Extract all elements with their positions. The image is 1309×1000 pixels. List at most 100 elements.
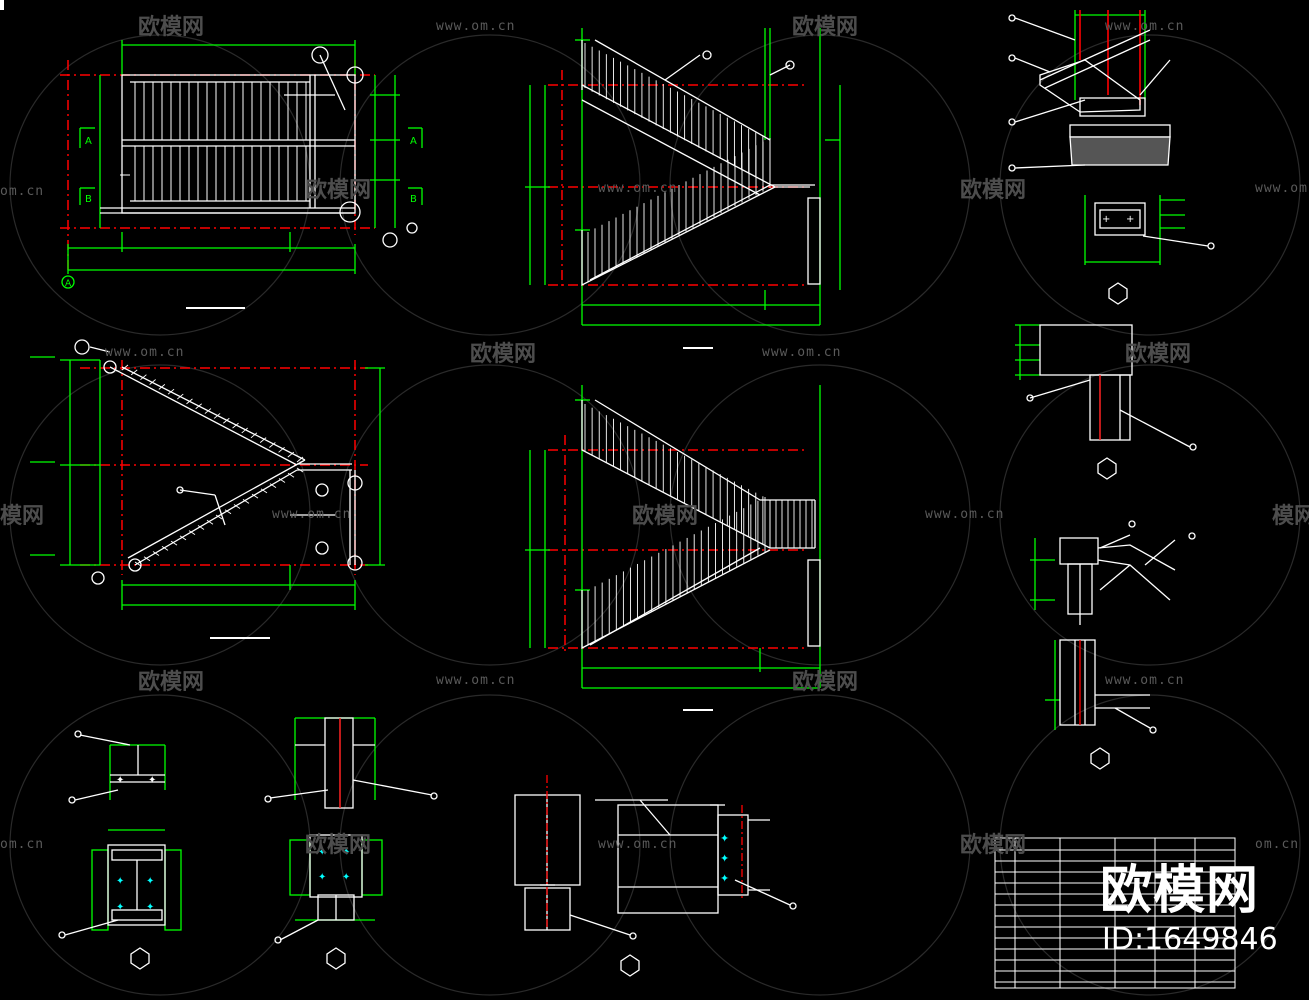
corner-mark [0, 0, 4, 10]
drawing-line [215, 514, 223, 520]
watermark-logo: 模网 [0, 504, 44, 529]
drawing-line [296, 467, 304, 473]
watermark-url: www.om.cn [598, 181, 677, 196]
drawing-line [213, 413, 221, 419]
watermark-circles [9, 34, 1301, 996]
drawing-line [161, 545, 169, 551]
watermark-url: www.om.cn [925, 507, 1004, 522]
axis-label-b-left: B [85, 194, 92, 205]
drawing-line [170, 540, 178, 546]
drawing-line [233, 504, 241, 509]
svg-text:✦: ✦ [146, 902, 154, 913]
drawing-line [206, 519, 214, 525]
watermark-url: www.om.cn [762, 345, 841, 360]
drawing-line [167, 388, 175, 395]
drawing-line [197, 525, 205, 530]
drawing-line [223, 417, 230, 424]
beam-column-joint-detail [1015, 324, 1197, 480]
svg-text:✦: ✦ [148, 775, 156, 786]
watermark-logo: 欧模网 [305, 832, 371, 858]
drawing-line [179, 535, 187, 541]
drawing-line [188, 530, 196, 536]
drawing-line [121, 364, 129, 371]
watermark-logo: 欧模网 [305, 177, 371, 203]
watermark-url: om.cn [1255, 837, 1299, 852]
column-base-detail-1: ✦ ✦ ✦ ✦ ✦ ✦ [58, 730, 182, 970]
svg-text:✦: ✦ [318, 872, 326, 883]
axis-bubble-a: A [65, 279, 72, 289]
drawing-line [241, 427, 249, 434]
drawing-line [250, 432, 258, 439]
svg-text:✦: ✦ [116, 775, 124, 786]
drawing-line [176, 393, 184, 400]
axis-label-a-right: A [410, 136, 417, 147]
watermark-url: www.om.cn [272, 507, 351, 522]
drawing-line [278, 446, 285, 453]
watermark-url: www.om.cn [436, 673, 515, 688]
watermark-url: www.om.cn [436, 19, 515, 34]
svg-text:✦: ✦ [116, 876, 124, 887]
column-base-detail-2: ✦ ✦ ✦ ✦ [264, 717, 438, 970]
watermark-logo: 欧模网 [792, 14, 858, 40]
svg-text:✦: ✦ [342, 872, 350, 883]
watermark-url: www.om.cn [105, 345, 184, 360]
watermark-logo: 欧模网 [960, 177, 1026, 203]
drawing-line [143, 556, 151, 562]
watermark-logo: 欧模网 [138, 669, 204, 695]
svg-text:✦: ✦ [342, 847, 350, 858]
column-section-detail [514, 775, 640, 977]
watermark-logo: 欧模网 [138, 14, 204, 40]
stair-section-b [525, 385, 821, 711]
drawing-line [269, 442, 276, 448]
svg-text:✦: ✦ [720, 852, 729, 865]
drawing-line [158, 384, 166, 390]
beam-splice-detail: ✦ ✦ ✦ [595, 799, 797, 914]
svg-text:+: + [1102, 214, 1110, 225]
watermark-logo: 欧模网 [792, 669, 858, 695]
watermark-logo: 欧模网 [632, 503, 698, 529]
stair-elevation-view [30, 339, 385, 639]
watermark-logo: 欧模网 [1125, 341, 1191, 367]
svg-text:✦: ✦ [720, 832, 729, 845]
axis-label-a-left: A [85, 136, 92, 147]
drawing-line [260, 488, 268, 494]
stair-section-a [525, 28, 841, 349]
watermark-logo: 欧模网 [470, 341, 536, 367]
watermark-url: www.om.cn [1255, 181, 1309, 196]
watermark-url: om.cn [0, 184, 44, 199]
watermark-logo: 模网 [1272, 504, 1309, 529]
svg-text:+: + [1126, 214, 1134, 225]
watermark-url: om.cn [0, 837, 44, 852]
svg-text:✦: ✦ [318, 847, 326, 858]
foundation-detail: + + [1008, 10, 1215, 305]
drawing-line [130, 369, 138, 376]
drawing-line [259, 437, 267, 443]
drawing-line [232, 422, 239, 429]
stair-beam-joint-detail [1030, 520, 1196, 770]
drawing-line [204, 408, 212, 414]
axis-label-b-right: B [410, 194, 417, 205]
brand-logo: 欧模网 [1100, 861, 1260, 921]
watermark-logo: 欧模网 [960, 832, 1026, 858]
drawing-line [251, 493, 259, 499]
drawing-line [269, 483, 277, 489]
watermark-url: www.om.cn [1105, 673, 1184, 688]
drawing-line [242, 498, 250, 504]
drawing-line [186, 398, 193, 405]
watermark-url: www.om.cn [598, 837, 677, 852]
svg-text:✦: ✦ [146, 876, 154, 887]
drawing-line [224, 509, 232, 515]
drawing-line [287, 472, 295, 478]
drawing-line [134, 561, 142, 567]
drawing-line [278, 478, 286, 483]
drawing-line [149, 379, 156, 385]
drawing-line [140, 374, 147, 381]
drawing-line [296, 456, 304, 463]
drawing-line [152, 551, 160, 556]
watermark-url: www.om.cn [1105, 19, 1184, 34]
watermark-layer: 欧模网 www.om.cn 欧模网 www.om.cn om.cn 欧模网 ww… [0, 14, 1309, 858]
svg-text:✦: ✦ [116, 902, 124, 913]
brand-id: ID:1649846 [1102, 922, 1278, 957]
drawing-line [287, 451, 295, 458]
